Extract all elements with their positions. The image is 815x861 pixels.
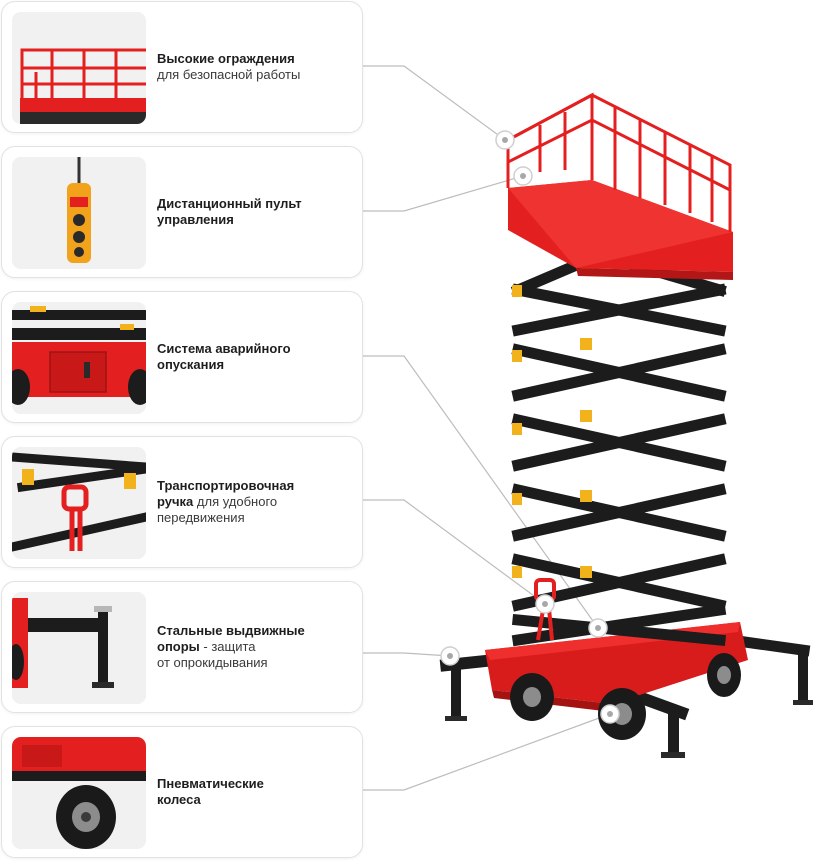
railing-icon xyxy=(12,12,146,124)
scissor-arms xyxy=(510,247,727,647)
hotspot-markers xyxy=(440,130,620,724)
feature-card-wheels: Пневматические колеса xyxy=(1,726,363,858)
feature-title-emergency-2: опускания xyxy=(157,357,225,372)
feature-desc-outriggers-inline: - защита xyxy=(199,639,256,654)
platform xyxy=(508,180,733,280)
connector-wheels xyxy=(363,713,611,791)
feature-title-wheels-2: колеса xyxy=(157,792,201,807)
feature-desc-railings: для безопасной работы xyxy=(157,67,301,82)
connector-emergency xyxy=(363,355,599,629)
feature-card-handle: Транспортировочная ручка для удобного пе… xyxy=(1,436,363,568)
connector-outriggers xyxy=(363,652,451,657)
feature-title-railings: Высокие ограждения xyxy=(157,51,295,66)
feature-card-outriggers: Стальные выдвижные опоры - защита от опр… xyxy=(1,581,363,713)
feature-card-remote: Дистанционный пульт управления xyxy=(1,146,363,278)
connector-handle xyxy=(363,499,546,605)
feature-card-railings: Высокие ограждения для безопасной работы xyxy=(1,1,363,133)
wheels xyxy=(510,653,741,740)
transport-handle-icon xyxy=(12,447,146,559)
feature-text-emergency: Система аварийного опускания xyxy=(157,341,354,373)
outrigger-icon xyxy=(12,592,146,704)
feature-title-outriggers-2: опоры xyxy=(157,639,200,654)
feature-text-outriggers: Стальные выдвижные опоры - защита от опр… xyxy=(157,623,354,671)
connector-remote xyxy=(363,175,524,212)
feature-text-handle: Транспортировочная ручка для удобного пе… xyxy=(157,478,354,526)
feature-desc-handle-3: передвижения xyxy=(157,510,245,525)
feature-title-handle-1: Транспортировочная xyxy=(157,478,295,493)
connector-lines xyxy=(363,65,611,791)
feature-desc-outriggers-3: от опрокидывания xyxy=(157,655,268,670)
feature-title-handle-2: ручка xyxy=(157,494,194,509)
feature-title-remote-2: управления xyxy=(157,212,234,227)
connector-railings xyxy=(363,65,506,141)
remote-control-icon xyxy=(12,157,146,269)
feature-text-wheels: Пневматические колеса xyxy=(157,776,354,808)
feature-title-wheels-1: Пневматические xyxy=(157,776,264,791)
feature-title-outriggers-1: Стальные выдвижные xyxy=(157,623,305,638)
emergency-lowering-icon xyxy=(12,302,146,414)
feature-title-remote-1: Дистанционный пульт xyxy=(157,196,302,211)
feature-card-emergency: Система аварийного опускания xyxy=(1,291,363,423)
pneumatic-wheel-icon xyxy=(12,737,146,849)
platform-railings xyxy=(506,92,732,232)
feature-desc-handle-inline: для удобного xyxy=(193,494,278,509)
feature-text-remote: Дистанционный пульт управления xyxy=(157,196,354,228)
feature-text-railings: Высокие ограждения для безопасной работы xyxy=(157,51,354,83)
feature-title-emergency-1: Система аварийного xyxy=(157,341,291,356)
